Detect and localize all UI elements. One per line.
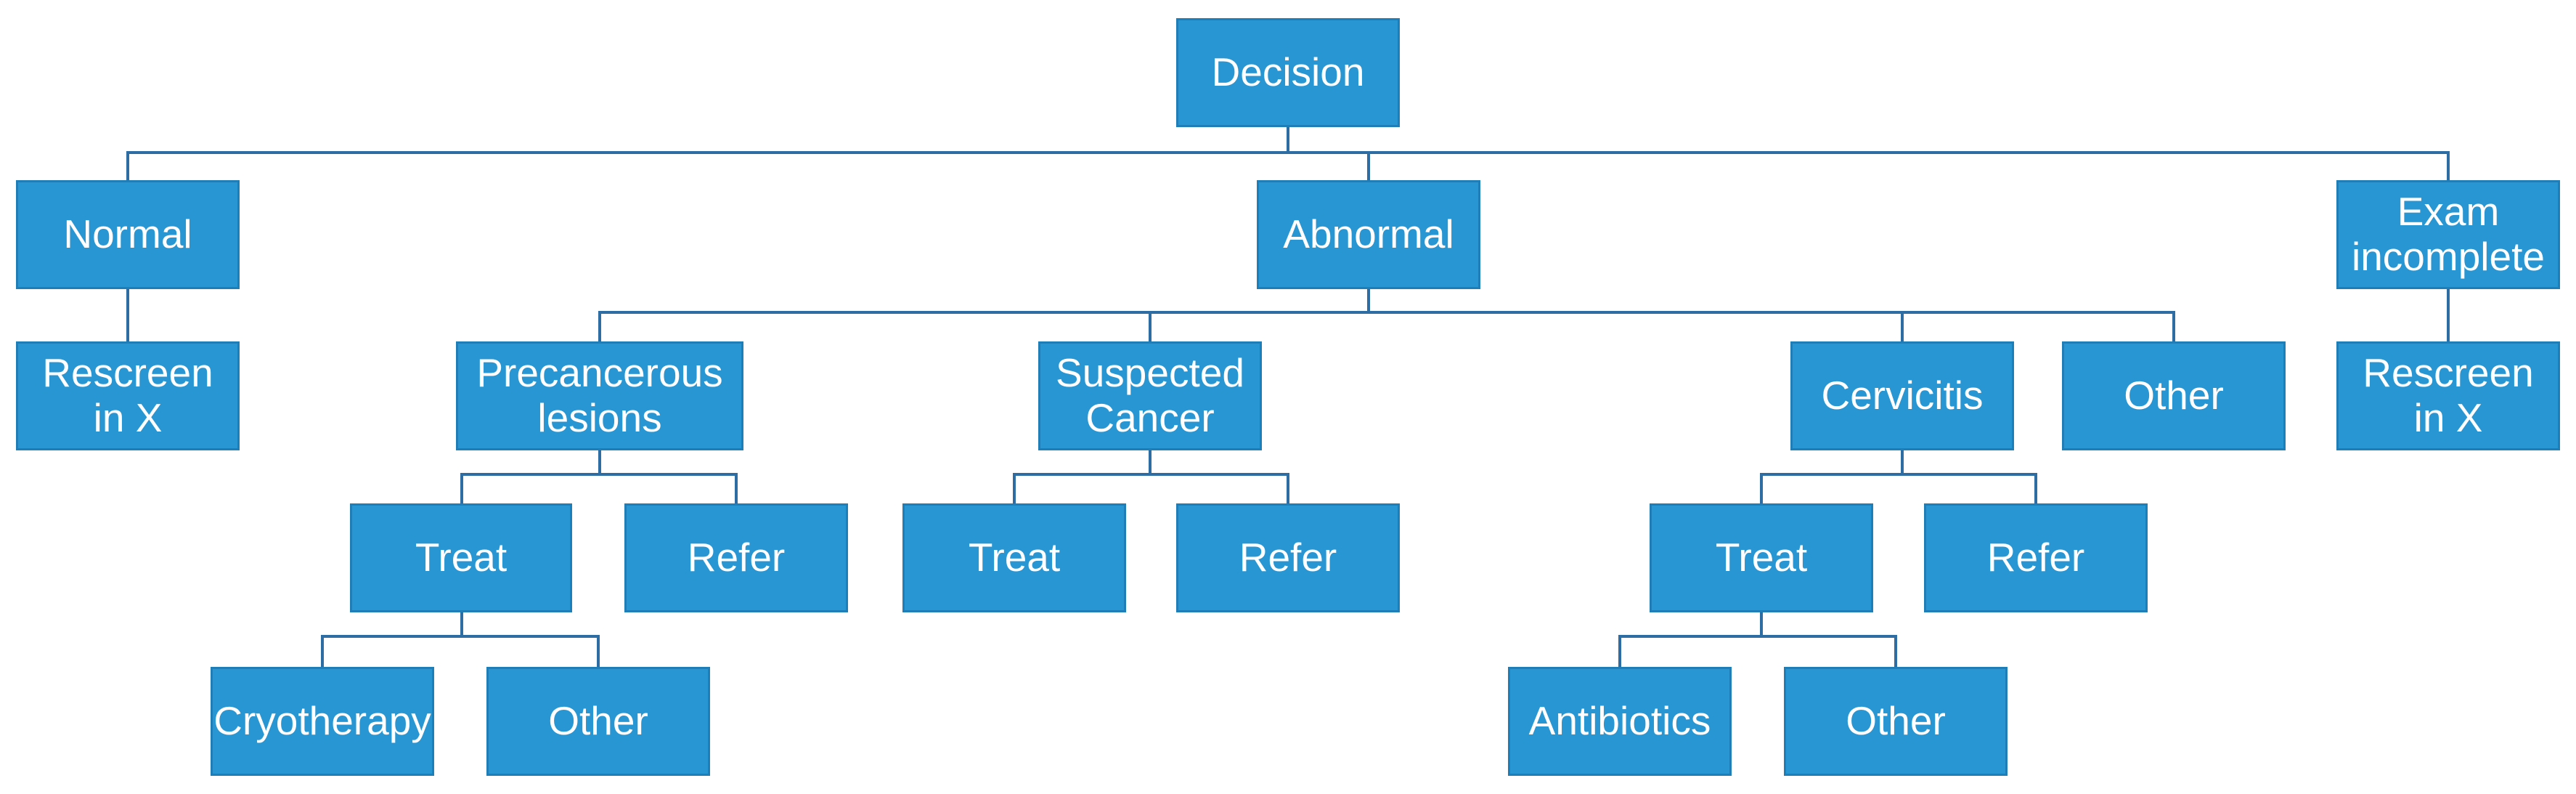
node-treat-cervicitis: Treat xyxy=(1650,503,1873,612)
node-label: Normal xyxy=(63,211,192,257)
connector-segment xyxy=(460,612,463,638)
node-suspected-cancer: Suspected Cancer xyxy=(1038,341,1262,450)
connector-segment xyxy=(126,289,129,341)
connector-segment xyxy=(1618,635,1897,638)
connector-segment xyxy=(2034,473,2037,503)
node-label: Other xyxy=(1846,698,1946,744)
node-refer-cervicitis: Refer xyxy=(1924,503,2148,612)
connector-segment xyxy=(1618,635,1621,667)
connector-segment xyxy=(1760,612,1763,638)
node-other-precancerous-treat: Other xyxy=(486,667,710,776)
node-cryotherapy: Cryotherapy xyxy=(211,667,434,776)
connector-segment xyxy=(126,151,129,180)
connector-segment xyxy=(321,635,600,638)
connector-segment xyxy=(1367,289,1370,314)
connector-segment xyxy=(735,473,738,503)
node-label: Other xyxy=(548,698,648,744)
node-label: Refer xyxy=(687,535,786,580)
node-normal: Normal xyxy=(16,180,240,289)
node-label: Refer xyxy=(1239,535,1337,580)
node-refer-suspected: Refer xyxy=(1176,503,1400,612)
node-cervicitis: Cervicitis xyxy=(1790,341,2014,450)
connector-segment xyxy=(598,311,601,341)
node-refer-precancerous: Refer xyxy=(624,503,848,612)
node-decision: Decision xyxy=(1176,18,1400,127)
node-antibiotics: Antibiotics xyxy=(1508,667,1732,776)
connector-segment xyxy=(1760,473,1763,503)
node-label: Exam incomplete xyxy=(2352,189,2545,279)
node-treat-precancerous: Treat xyxy=(350,503,572,612)
node-label: Precancerous lesions xyxy=(476,350,723,440)
connector-segment xyxy=(2447,289,2450,341)
connector-segment xyxy=(1287,473,1289,503)
connector-segment xyxy=(1367,151,1370,180)
node-abnormal: Abnormal xyxy=(1257,180,1480,289)
node-label: Rescreen in X xyxy=(42,350,213,440)
connector-segment xyxy=(460,473,463,503)
connector-segment xyxy=(1901,311,1904,341)
connector-segment xyxy=(1149,311,1152,341)
node-label: Abnormal xyxy=(1283,211,1454,257)
connector-segment xyxy=(126,151,2450,154)
node-other-abnormal: Other xyxy=(2062,341,2286,450)
connector-segment xyxy=(1760,473,2037,476)
node-label: Antibiotics xyxy=(1528,698,1711,744)
connector-segment xyxy=(321,635,324,667)
connector-segment xyxy=(1149,450,1152,476)
connector-segment xyxy=(460,473,738,476)
node-other-cervicitis-treat: Other xyxy=(1784,667,2008,776)
node-label: Treat xyxy=(415,535,508,580)
connector-segment xyxy=(1013,473,1289,476)
node-label: Cryotherapy xyxy=(213,698,431,744)
connector-segment xyxy=(1013,473,1016,503)
connector-segment xyxy=(598,311,2175,314)
node-label: Treat xyxy=(1715,535,1808,580)
node-rescreen-in-x-left: Rescreen in X xyxy=(16,341,240,450)
node-label: Refer xyxy=(1986,535,2085,580)
connector-segment xyxy=(598,450,601,476)
node-label: Rescreen in X xyxy=(2363,350,2534,440)
connector-segment xyxy=(1894,635,1897,667)
node-label: Cervicitis xyxy=(1821,373,1984,418)
connector-segment xyxy=(1287,127,1289,154)
node-label: Treat xyxy=(968,535,1061,580)
connector-segment xyxy=(597,635,600,667)
connector-segment xyxy=(2172,311,2175,341)
node-treat-suspected: Treat xyxy=(902,503,1126,612)
node-label: Suspected Cancer xyxy=(1056,350,1244,440)
node-exam-incomplete: Exam incomplete xyxy=(2336,180,2560,289)
node-rescreen-in-x-right: Rescreen in X xyxy=(2336,341,2560,450)
node-precancerous-lesions: Precancerous lesions xyxy=(456,341,743,450)
node-label: Decision xyxy=(1211,49,1365,95)
connector-segment xyxy=(1901,450,1904,476)
node-label: Other xyxy=(2124,373,2224,418)
connector-segment xyxy=(2447,151,2450,180)
